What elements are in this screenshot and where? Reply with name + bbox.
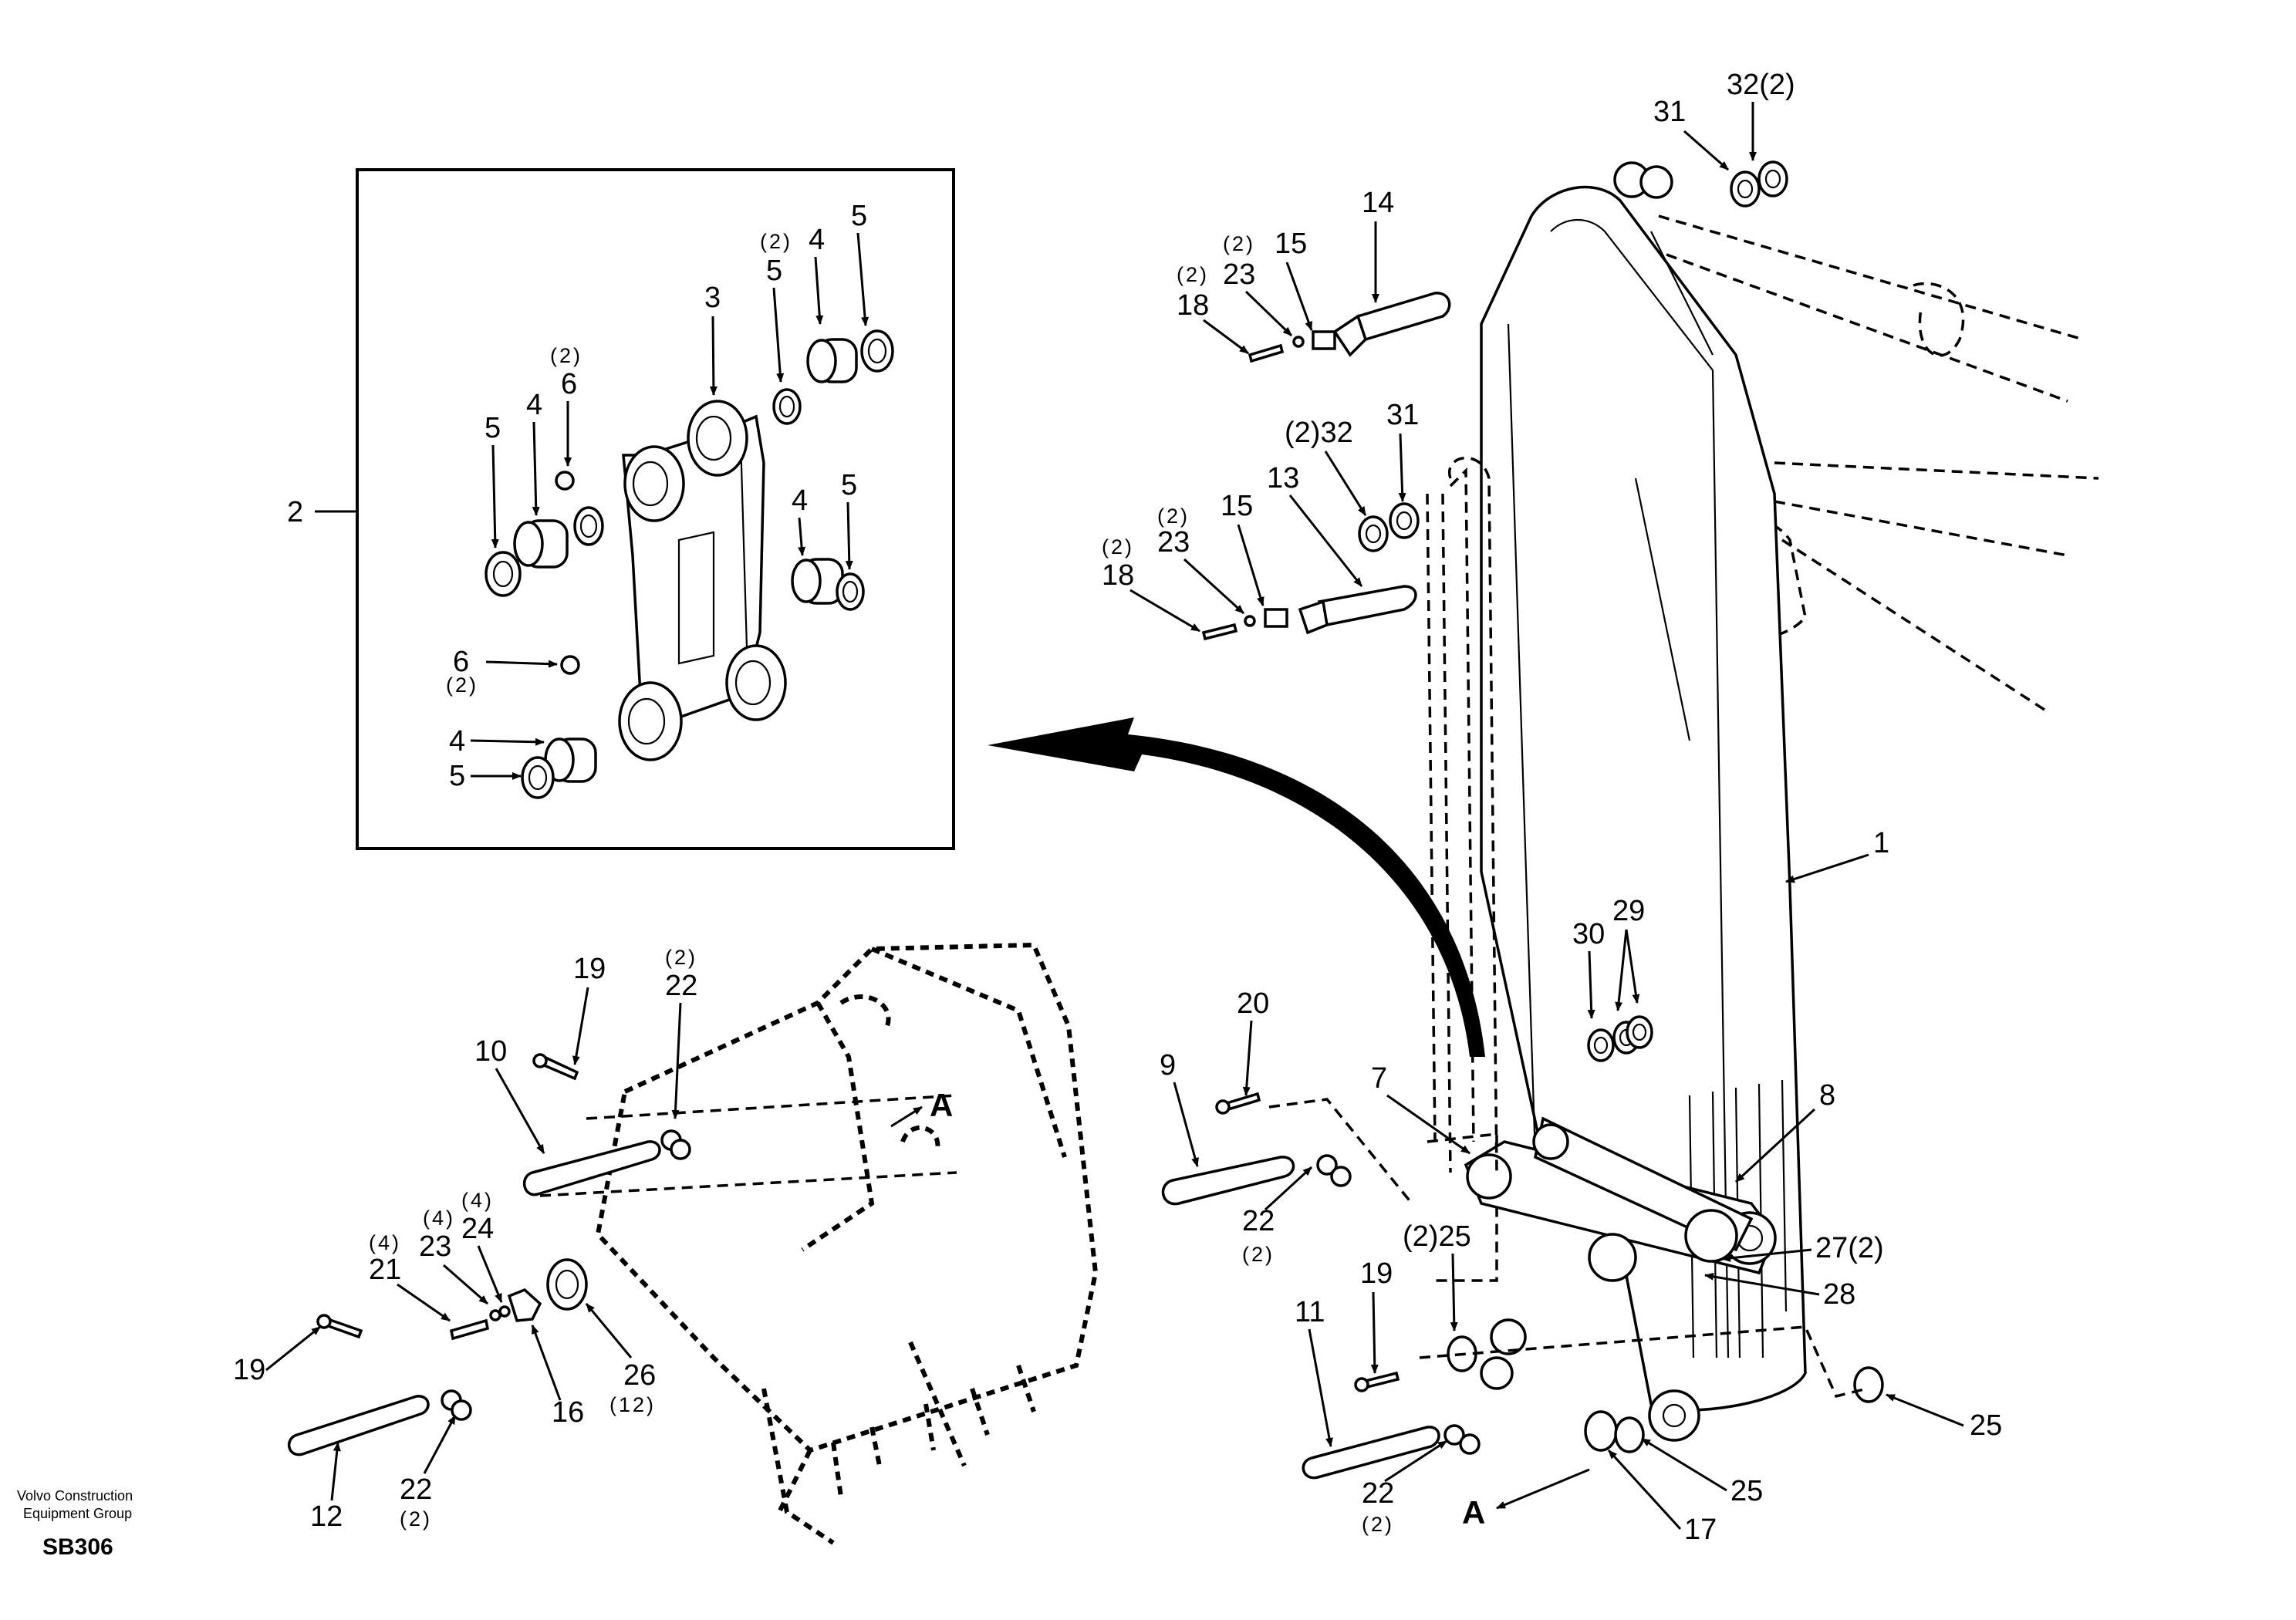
qty-23b: (2) [1157, 505, 1190, 528]
callout-14: 14 [1362, 187, 1394, 219]
callout-10: 10 [474, 1035, 507, 1068]
callout-28: 28 [1823, 1278, 1855, 1311]
callout-5a: 5 [766, 255, 782, 287]
callout-12: 12 [310, 1500, 343, 1533]
qty-22b: (2) [1362, 1513, 1394, 1536]
qty-22a: (2) [1242, 1243, 1275, 1266]
callout-23b: 23 [1157, 526, 1190, 559]
callout-18b: 18 [1102, 559, 1134, 592]
callout-16: 16 [552, 1396, 584, 1429]
view-label-a1: A [930, 1087, 953, 1123]
callout-22c: 22 [665, 970, 697, 1002]
callout-2: 2 [287, 496, 303, 528]
callout-25a: 25 [1730, 1475, 1763, 1507]
callout-32a: 32(2) [1727, 69, 1795, 101]
callout-4d: 4 [449, 725, 465, 758]
callout-11: 11 [1295, 1296, 1325, 1328]
callout-4a: 4 [809, 224, 825, 256]
callout-15b: 15 [1221, 490, 1253, 522]
callout-22b: 22 [1362, 1477, 1394, 1510]
company-line-2: Equipment Group [23, 1506, 132, 1521]
callout-18a: 18 [1177, 289, 1209, 322]
callout-5d: 5 [841, 469, 857, 501]
qty-5: (2) [760, 230, 792, 253]
callout-6b: 6 [453, 646, 469, 678]
bucket [539, 942, 1099, 1545]
callout-19a: 19 [1360, 1257, 1393, 1290]
inset-bushings [485, 329, 894, 799]
qty-23a: (2) [1223, 232, 1255, 255]
callout-22d: 22 [400, 1473, 432, 1506]
callout-3: 3 [704, 282, 721, 314]
arm-assembly [1426, 161, 2099, 1442]
callout-19c: 19 [233, 1354, 265, 1386]
lower-pins [1161, 1092, 1884, 1480]
qty-26: (12) [609, 1393, 656, 1416]
callout-15a: 15 [1275, 228, 1307, 260]
callout-31b: 31 [1386, 399, 1419, 431]
callout-23c: 23 [419, 1230, 451, 1263]
bucket-pins [287, 1053, 691, 1456]
callout-13: 13 [1267, 462, 1299, 494]
callout-26: 26 [623, 1359, 656, 1392]
footer: Volvo Construction Equipment Group SB306 [17, 1488, 133, 1560]
callout-5b: 5 [851, 200, 867, 232]
qty-6b: (2) [446, 673, 478, 697]
qty-21: (4) [369, 1231, 401, 1254]
callout-21: 21 [369, 1254, 401, 1286]
qty-18b: (2) [1102, 535, 1134, 559]
callout-5e: 5 [449, 760, 465, 792]
callout-19b: 19 [573, 953, 606, 985]
detail-frame [356, 168, 955, 850]
qty-22c: (2) [665, 946, 697, 969]
callout-32b: (2)32 [1285, 417, 1353, 449]
callout-7: 7 [1371, 1062, 1387, 1095]
drawing-code: SB306 [42, 1534, 113, 1560]
callout-5c: 5 [485, 412, 501, 444]
view-label-a2: A [1462, 1494, 1485, 1531]
callout-25b: 25 [1970, 1409, 2002, 1442]
qty-23c: (4) [423, 1207, 455, 1230]
callout-30: 30 [1572, 918, 1605, 950]
callout-labels: 2 3 (2) 5 4 5 (2) 6 5 4 4 5 6 (2) 4 5 32… [233, 69, 2002, 1546]
callout-27: 27(2) [1815, 1232, 1884, 1264]
callout-1: 1 [1873, 827, 1889, 859]
callout-29: 29 [1612, 895, 1645, 927]
reference-arrow [988, 717, 1485, 1057]
callout-17: 17 [1684, 1514, 1717, 1546]
detail-inset [315, 168, 955, 850]
callout-23a: 23 [1223, 258, 1255, 291]
callout-25-2: (2)25 [1403, 1220, 1471, 1253]
qty-6a: (2) [550, 344, 582, 367]
callout-9: 9 [1160, 1049, 1176, 1082]
callout-31a: 31 [1653, 96, 1686, 128]
upper-pins [1201, 160, 1788, 1062]
link-assembly [618, 400, 787, 761]
callout-8: 8 [1819, 1079, 1835, 1112]
callout-4c: 4 [792, 484, 808, 517]
callout-20: 20 [1237, 987, 1269, 1020]
qty-24: (4) [461, 1189, 494, 1212]
callout-22a: 22 [1242, 1205, 1275, 1237]
callout-6a: 6 [561, 368, 577, 400]
qty-22d: (2) [400, 1507, 432, 1531]
callout-4b: 4 [526, 389, 542, 421]
company-line-1: Volvo Construction [17, 1488, 133, 1504]
callout-24: 24 [461, 1213, 494, 1245]
qty-18a: (2) [1177, 263, 1209, 286]
